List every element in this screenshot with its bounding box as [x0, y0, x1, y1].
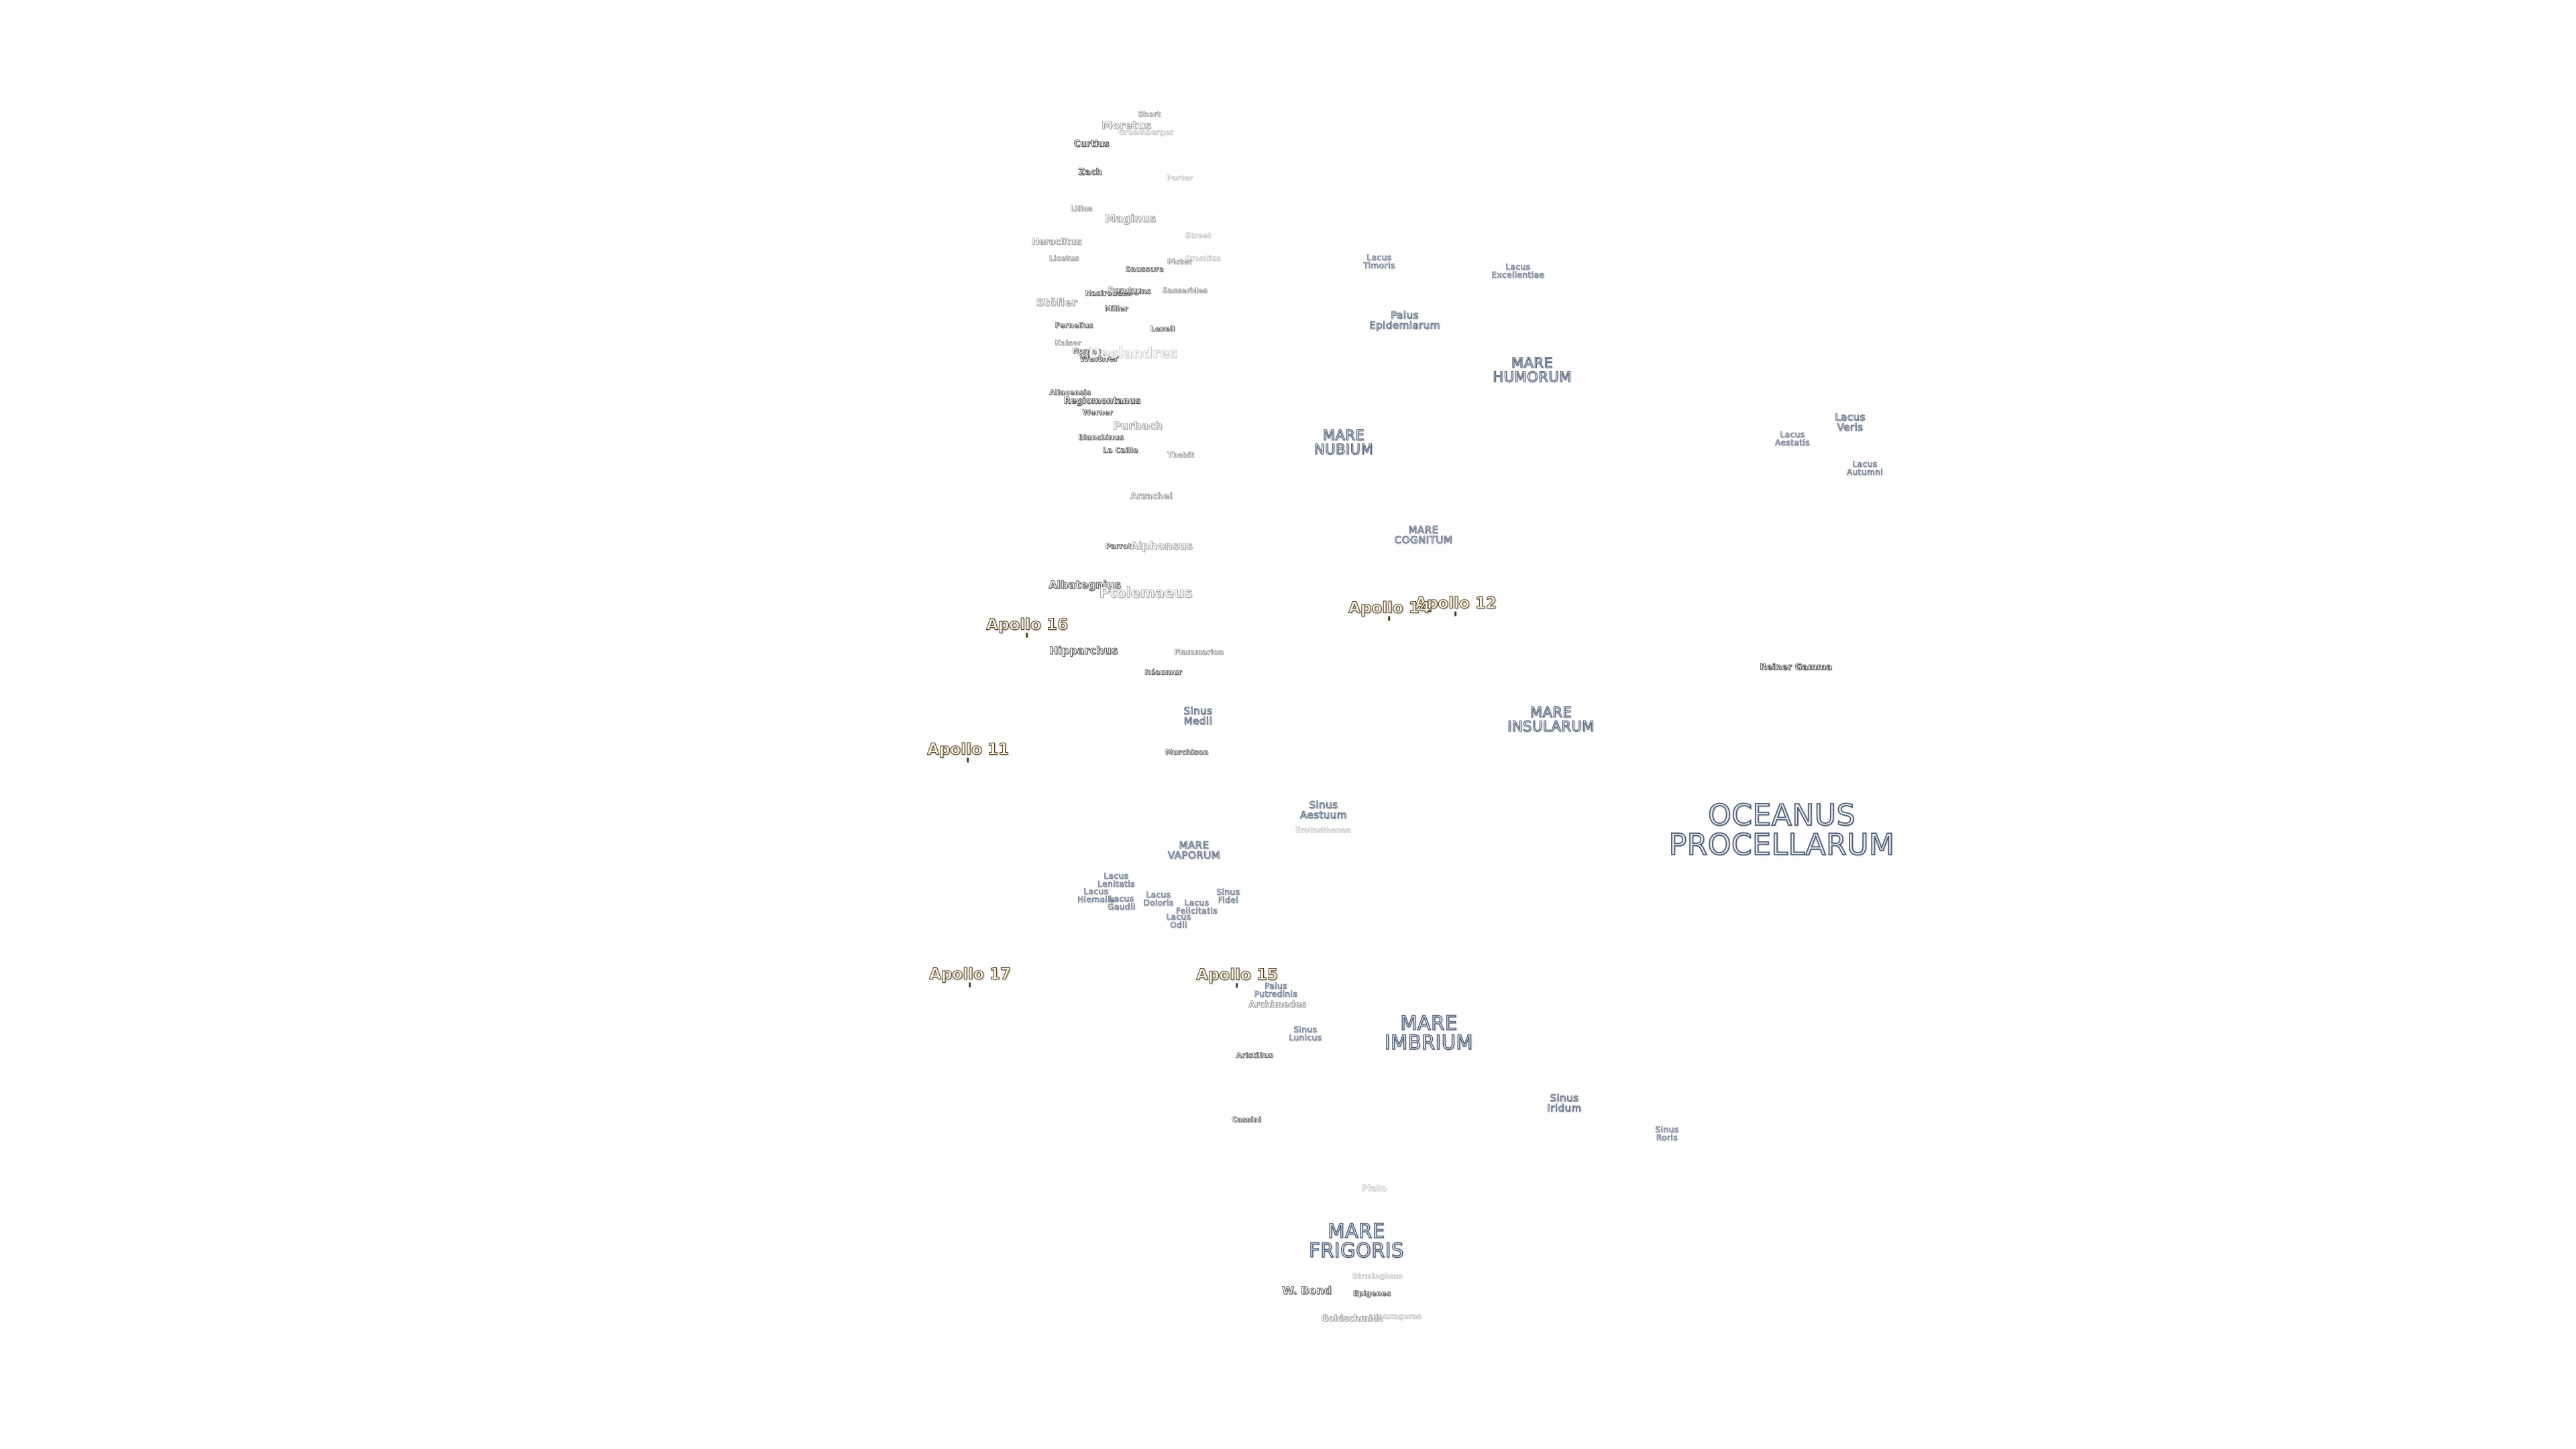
- porter-label: Porter: [1166, 173, 1193, 182]
- deslandres-label: Deslandres: [1088, 345, 1178, 362]
- short-label: Short: [1138, 109, 1161, 119]
- mare-frigoris-label: MARE FRIGORIS: [1308, 1220, 1404, 1262]
- apollo-15-label[interactable]: Apollo 15: [1196, 967, 1278, 988]
- mare-humorum-label: MARE HUMORUM: [1493, 355, 1572, 385]
- aliacensis-label: Aliacensis: [1049, 388, 1091, 397]
- albategnius-label: Albategnius: [1049, 578, 1122, 591]
- sinus-fidei-label: Sinus Fidei: [1216, 888, 1240, 905]
- ptolemaeus-label: Ptolemaeus: [1099, 584, 1193, 601]
- miller-label: Miller: [1104, 304, 1128, 313]
- street-label: Street: [1185, 231, 1212, 240]
- murchison-label: Murchison: [1165, 747, 1209, 757]
- sinus-iridum-label: Sinus Iridum: [1547, 1092, 1582, 1114]
- lacus-odii-label: Lacus Odii: [1166, 912, 1191, 930]
- w-bond-label: W. Bond: [1281, 1284, 1332, 1297]
- landing-site-marker-icon: [1236, 983, 1238, 988]
- lacus-autumni-label: Lacus Autumni: [1846, 460, 1884, 477]
- nonius-label: Nonius: [1072, 346, 1102, 356]
- lacus-aestatis-label: Lacus Aestatis: [1775, 430, 1810, 447]
- mare-nubium-label: MARE NUBIUM: [1313, 427, 1374, 458]
- blanchinus-label: Blanchinus: [1078, 433, 1124, 442]
- palus-epidemiarum-label: Palus Epidemiarum: [1369, 309, 1440, 331]
- saussure-label: Saussure: [1125, 264, 1164, 274]
- hipparchus-label: Hipparchus: [1049, 644, 1118, 657]
- parrot-label: Parrot: [1105, 541, 1132, 551]
- thebit-label: Thebit: [1167, 450, 1194, 460]
- regiomontanus-label: Regiomontanus: [1063, 396, 1141, 407]
- purbach-label: Purbach: [1112, 419, 1163, 432]
- apollo-11-label[interactable]: Apollo 11: [927, 742, 1009, 763]
- reiner-gamma-label: Reiner Gamma: [1760, 662, 1832, 673]
- landing-site-marker-icon: [969, 982, 971, 987]
- aristillus-label: Aristillus: [1236, 1051, 1273, 1060]
- moretus-label: Moretus: [1101, 119, 1152, 131]
- alphonsus-label: Alphonsus: [1130, 539, 1193, 552]
- mare-insularum-label: MARE INSULARUM: [1507, 704, 1595, 735]
- lacus-lenitatis-label: Lacus Lenitatis: [1097, 871, 1135, 889]
- walther-label: Walther: [1079, 354, 1119, 364]
- sasserides-label: Sasserides: [1162, 286, 1208, 295]
- huggins-label: Huggins: [1116, 286, 1151, 296]
- lexell-label: Lexell: [1150, 324, 1175, 333]
- gruemberger-label: Gruemberger: [1118, 127, 1174, 137]
- apollo-12-label[interactable]: Apollo 12: [1415, 596, 1497, 616]
- kaiser-label: Kaiser: [1055, 338, 1081, 347]
- curtius-label: Curtius: [1073, 139, 1110, 150]
- cassini-label: Cassini: [1232, 1115, 1261, 1124]
- apollo-17-label[interactable]: Apollo 17: [929, 967, 1011, 987]
- landing-site-marker-icon: [1388, 616, 1391, 621]
- lacus-doloris-label: Lacus Doloris: [1143, 890, 1174, 908]
- apollo-14-label[interactable]: Apollo 14: [1348, 600, 1430, 621]
- flammarion-label: Flammarion: [1174, 647, 1224, 657]
- sinus-roris-label: Sinus Roris: [1655, 1125, 1679, 1142]
- eratosthenes-label: Eratosthenes: [1295, 825, 1351, 835]
- lacus-timoris-label: Lacus Timoris: [1363, 253, 1395, 270]
- arzachel-label: Arzachel: [1130, 491, 1173, 502]
- lacus-excellentiae-label: Lacus Excellentiae: [1491, 262, 1545, 280]
- plato-label: Plato: [1361, 1183, 1387, 1194]
- mare-cognitum-label: MARE COGNITUM: [1394, 524, 1453, 546]
- lacus-felicitatis-label: Lacus Felicitatis: [1175, 898, 1218, 916]
- mare-imbrium-label: MARE IMBRIUM: [1384, 1012, 1473, 1054]
- faraday-label: Faraday: [1108, 285, 1141, 294]
- sinus-lunicus-label: Sinus Lunicus: [1289, 1025, 1322, 1042]
- la-caille-label: La Caille: [1102, 445, 1138, 455]
- licetus-label: Licetus: [1049, 254, 1079, 263]
- goldschmidt-label: Goldschmidt: [1321, 1313, 1383, 1324]
- heraclitus-label: Heraclitus: [1031, 237, 1082, 248]
- palus-putredinis-label: Palus Putredinis: [1254, 981, 1298, 999]
- orontius-label: Orontius: [1185, 254, 1221, 263]
- maginus-label: Maginus: [1105, 212, 1157, 225]
- mare-vaporum-label: MARE VAPORUM: [1167, 839, 1221, 861]
- werner-label: Werner: [1082, 408, 1113, 417]
- landing-site-marker-icon: [967, 757, 969, 763]
- lacus-hiemalis-label: Lacus Hiemalis: [1077, 887, 1115, 904]
- nasireddin-label: Nasireddin: [1085, 288, 1130, 298]
- birmingham-label: Birmingham: [1352, 1271, 1403, 1281]
- lacus-veris-label: Lacus Veris: [1835, 411, 1866, 433]
- sinus-medii-label: Sinus Medii: [1183, 705, 1213, 727]
- anaxagoras-label: Anaxagoras: [1372, 1311, 1421, 1321]
- archimedes-label: Archimedes: [1248, 1000, 1307, 1010]
- lilius-label: Lilius: [1070, 204, 1093, 213]
- epigenes-label: Epigenes: [1352, 1289, 1391, 1298]
- landing-site-marker-icon: [1026, 633, 1028, 638]
- fernelius-label: Fernelius: [1055, 321, 1093, 330]
- stofler-label: Stöfler: [1036, 296, 1077, 309]
- landing-site-marker-icon: [1454, 611, 1457, 616]
- lacus-gaudii-label: Lacus Gaudii: [1108, 894, 1136, 912]
- reaumur-label: Réaumur: [1144, 667, 1182, 677]
- apollo-16-label[interactable]: Apollo 16: [986, 617, 1068, 638]
- oceanus-procellarum-label: OCEANUS PROCELLARUM: [1668, 798, 1895, 862]
- sinus-aestuum-label: Sinus Aestuum: [1299, 799, 1348, 821]
- zach-label: Zach: [1078, 167, 1102, 178]
- pictet-label: Pictet: [1167, 257, 1192, 266]
